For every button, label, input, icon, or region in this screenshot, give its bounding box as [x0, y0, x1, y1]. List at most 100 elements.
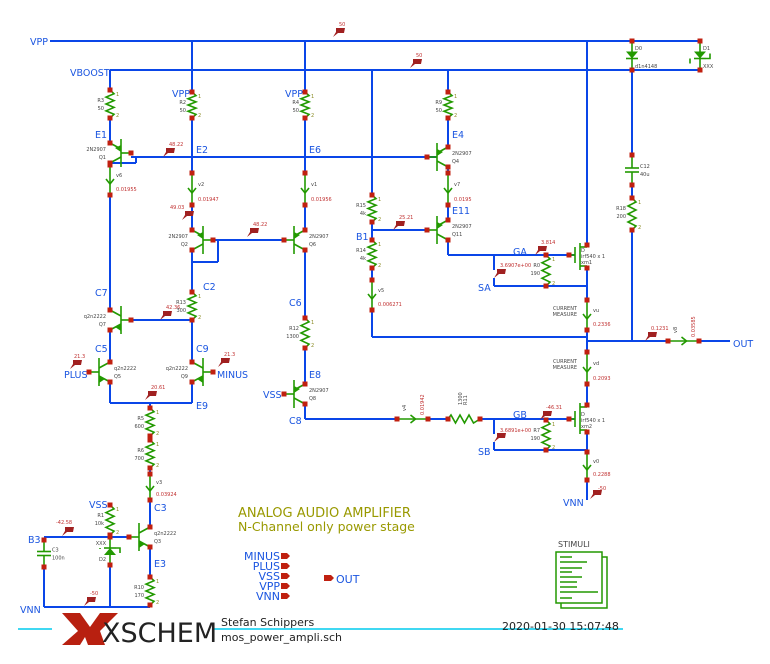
- resistor-R4[interactable]: [298, 91, 312, 119]
- probe-value: 50: [339, 22, 345, 28]
- voltage-probe[interactable]: 49.03: [170, 205, 194, 220]
- ammeter-v5[interactable]: [367, 280, 377, 310]
- transistor-Q11[interactable]: [427, 216, 449, 244]
- transistor-Q6[interactable]: [284, 226, 306, 254]
- ammeter-vd[interactable]: [582, 352, 592, 384]
- pin-number: 2: [156, 463, 159, 469]
- net-label-e8: E8: [309, 370, 321, 381]
- pin-pad: [445, 89, 451, 95]
- ammeter-v4[interactable]: [397, 414, 428, 424]
- ammeter-name: v7: [454, 182, 460, 188]
- pin-pad: [445, 144, 451, 150]
- resistor-R2[interactable]: [185, 91, 199, 119]
- probe-flag-icon: [145, 391, 157, 400]
- diode-D2[interactable]: [99, 537, 121, 565]
- ammeter-current: 0.01942: [420, 394, 426, 415]
- diode-D1[interactable]: [689, 41, 711, 70]
- pin-pad: [445, 115, 451, 121]
- resistor-R3[interactable]: [103, 89, 117, 119]
- transistor-Q2[interactable]: [191, 226, 213, 254]
- input-port-minus[interactable]: MINUS: [244, 550, 290, 563]
- pin-number: 2: [638, 225, 641, 231]
- voltage-probe[interactable]: 3.814: [535, 240, 555, 255]
- resistor-R18[interactable]: [626, 197, 638, 231]
- resistor-R14[interactable]: [365, 239, 379, 269]
- transistor-Q9[interactable]: [191, 358, 213, 386]
- resistor-body: [185, 291, 199, 321]
- resistor-R6[interactable]: [143, 439, 157, 469]
- resistor-R13[interactable]: [185, 291, 199, 321]
- mosfet-name: xm2: [581, 424, 592, 430]
- resistor-R12[interactable]: [299, 317, 311, 349]
- transistor-Q8[interactable]: [284, 380, 306, 408]
- voltage-probe[interactable]: -46.31: [540, 405, 562, 420]
- pin-pad: [107, 502, 113, 508]
- resistor-R11[interactable]: [447, 413, 481, 425]
- voltage-probe[interactable]: 21.3: [70, 354, 85, 369]
- diode-D0[interactable]: [626, 41, 638, 70]
- input-port-vnn[interactable]: VNN: [256, 590, 290, 603]
- stimuli-block[interactable]: STIMULI: [555, 540, 608, 609]
- resistor-R15[interactable]: [365, 194, 379, 223]
- voltage-probe[interactable]: 25.21: [393, 215, 413, 230]
- voltage-probe[interactable]: 42.36: [160, 305, 180, 320]
- ammeter-v3[interactable]: [145, 474, 155, 500]
- capacitor-C12[interactable]: [625, 155, 639, 185]
- net-label-e9: E9: [196, 401, 208, 412]
- transistor-Q4[interactable]: [427, 143, 449, 171]
- ammeter-v6[interactable]: [105, 165, 115, 195]
- ammeter-v7[interactable]: [443, 173, 453, 205]
- resistor-name: R12: [289, 326, 299, 332]
- resistor-R7[interactable]: [540, 419, 552, 451]
- voltage-probe[interactable]: 21.3: [218, 352, 235, 367]
- ammeter-v2[interactable]: [187, 173, 197, 205]
- voltage-probe[interactable]: -42.58: [56, 520, 74, 536]
- mosfet-pin: D: [581, 248, 585, 254]
- probe-flag-icon: [410, 59, 422, 68]
- resistor-R1[interactable]: [104, 504, 116, 536]
- pin-number: 2: [552, 281, 555, 287]
- input-port-vpp[interactable]: VPP: [259, 580, 290, 593]
- resistor-name: R1: [97, 513, 104, 519]
- resistor-R9[interactable]: [441, 91, 455, 119]
- ammeter-v1[interactable]: [300, 173, 310, 205]
- voltage-probe[interactable]: -50: [590, 486, 606, 499]
- voltage-probe[interactable]: 48.22: [247, 222, 267, 237]
- transistor-Q3[interactable]: [129, 523, 151, 551]
- resistor-R5[interactable]: [143, 407, 157, 437]
- voltage-probe[interactable]: 50: [410, 53, 422, 68]
- voltage-probe[interactable]: 48.22: [163, 142, 183, 157]
- voltage-probe[interactable]: -50: [84, 591, 98, 606]
- pin-pad: [189, 227, 195, 233]
- resistor-R0[interactable]: [540, 254, 552, 287]
- document-icon[interactable]: [555, 551, 608, 609]
- net-label-vpp-r2: VPP: [172, 89, 190, 100]
- transistor-Q7[interactable]: [109, 306, 131, 334]
- input-port-plus[interactable]: PLUS: [253, 560, 290, 573]
- arrow-icon: [367, 293, 377, 301]
- transistor-model: 2N2907: [452, 151, 472, 157]
- resistor-body: [299, 317, 311, 349]
- ammeter-v8[interactable]: [668, 336, 699, 346]
- voltage-probe[interactable]: 50: [333, 22, 345, 37]
- pin-pad: [584, 265, 590, 271]
- ammeter-current: 0.006271: [378, 302, 402, 308]
- input-port-vss[interactable]: VSS: [259, 570, 291, 583]
- ammeter-v0[interactable]: [582, 452, 592, 480]
- voltage-probe[interactable]: 0.1231: [645, 326, 669, 341]
- resistor-R10[interactable]: [143, 576, 157, 606]
- net-label-c6: C6: [289, 298, 302, 309]
- ammeter-current: 0.2288: [593, 472, 611, 478]
- mosfet-xm1[interactable]: [569, 243, 587, 270]
- transistor-model: q2n2222: [166, 366, 188, 372]
- transistor-Q5[interactable]: [89, 358, 111, 386]
- voltage-probe[interactable]: 3.6907e+00: [494, 263, 531, 278]
- output-port-out[interactable]: OUT: [324, 573, 360, 586]
- ammeter-vu[interactable]: [582, 300, 592, 330]
- pin-number: 2: [198, 113, 201, 119]
- resistor-value: 10k: [95, 521, 104, 527]
- voltage-probe[interactable]: 3.6891e+00: [494, 428, 531, 442]
- pin-pad: [424, 154, 430, 160]
- voltage-probe[interactable]: 20.61: [145, 385, 165, 400]
